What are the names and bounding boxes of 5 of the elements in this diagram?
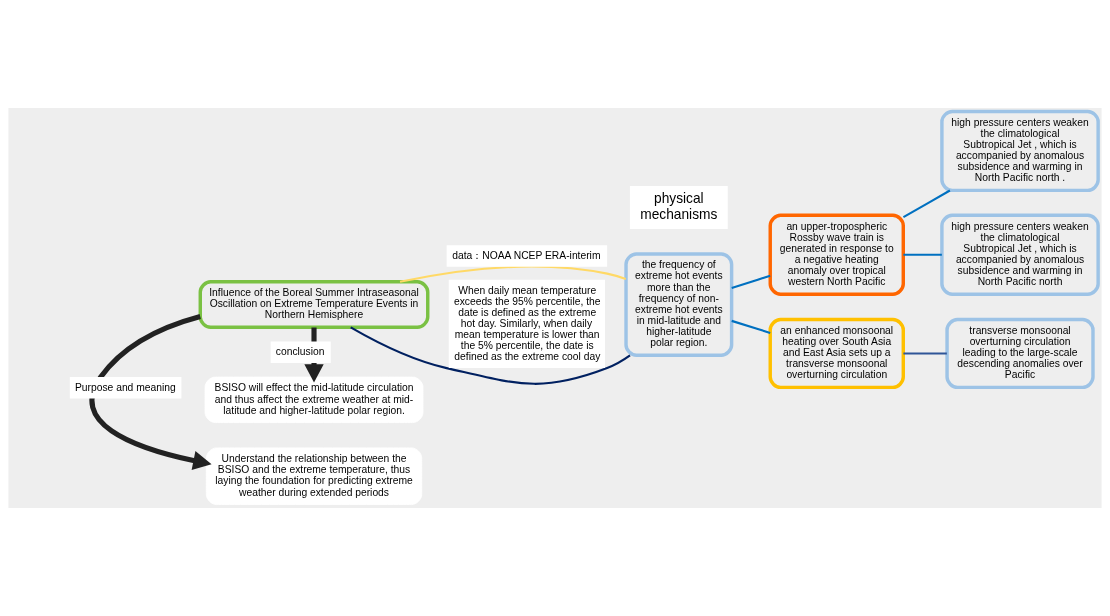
edge-label: conclusion: [275, 346, 325, 358]
edge-label: data：NOAA NCEP ERA-interim: [452, 250, 601, 262]
edge-label: Purpose and meaning: [74, 381, 176, 393]
label: physical mechanisms: [640, 191, 718, 222]
edge-label: When daily mean temperature exceeds the 95% percentile, the date is defined as the extreme hot day. Similarly, when daily mean temperature is lower than the 5% percentile, the date is defined as the extreme cool day: [453, 284, 601, 363]
